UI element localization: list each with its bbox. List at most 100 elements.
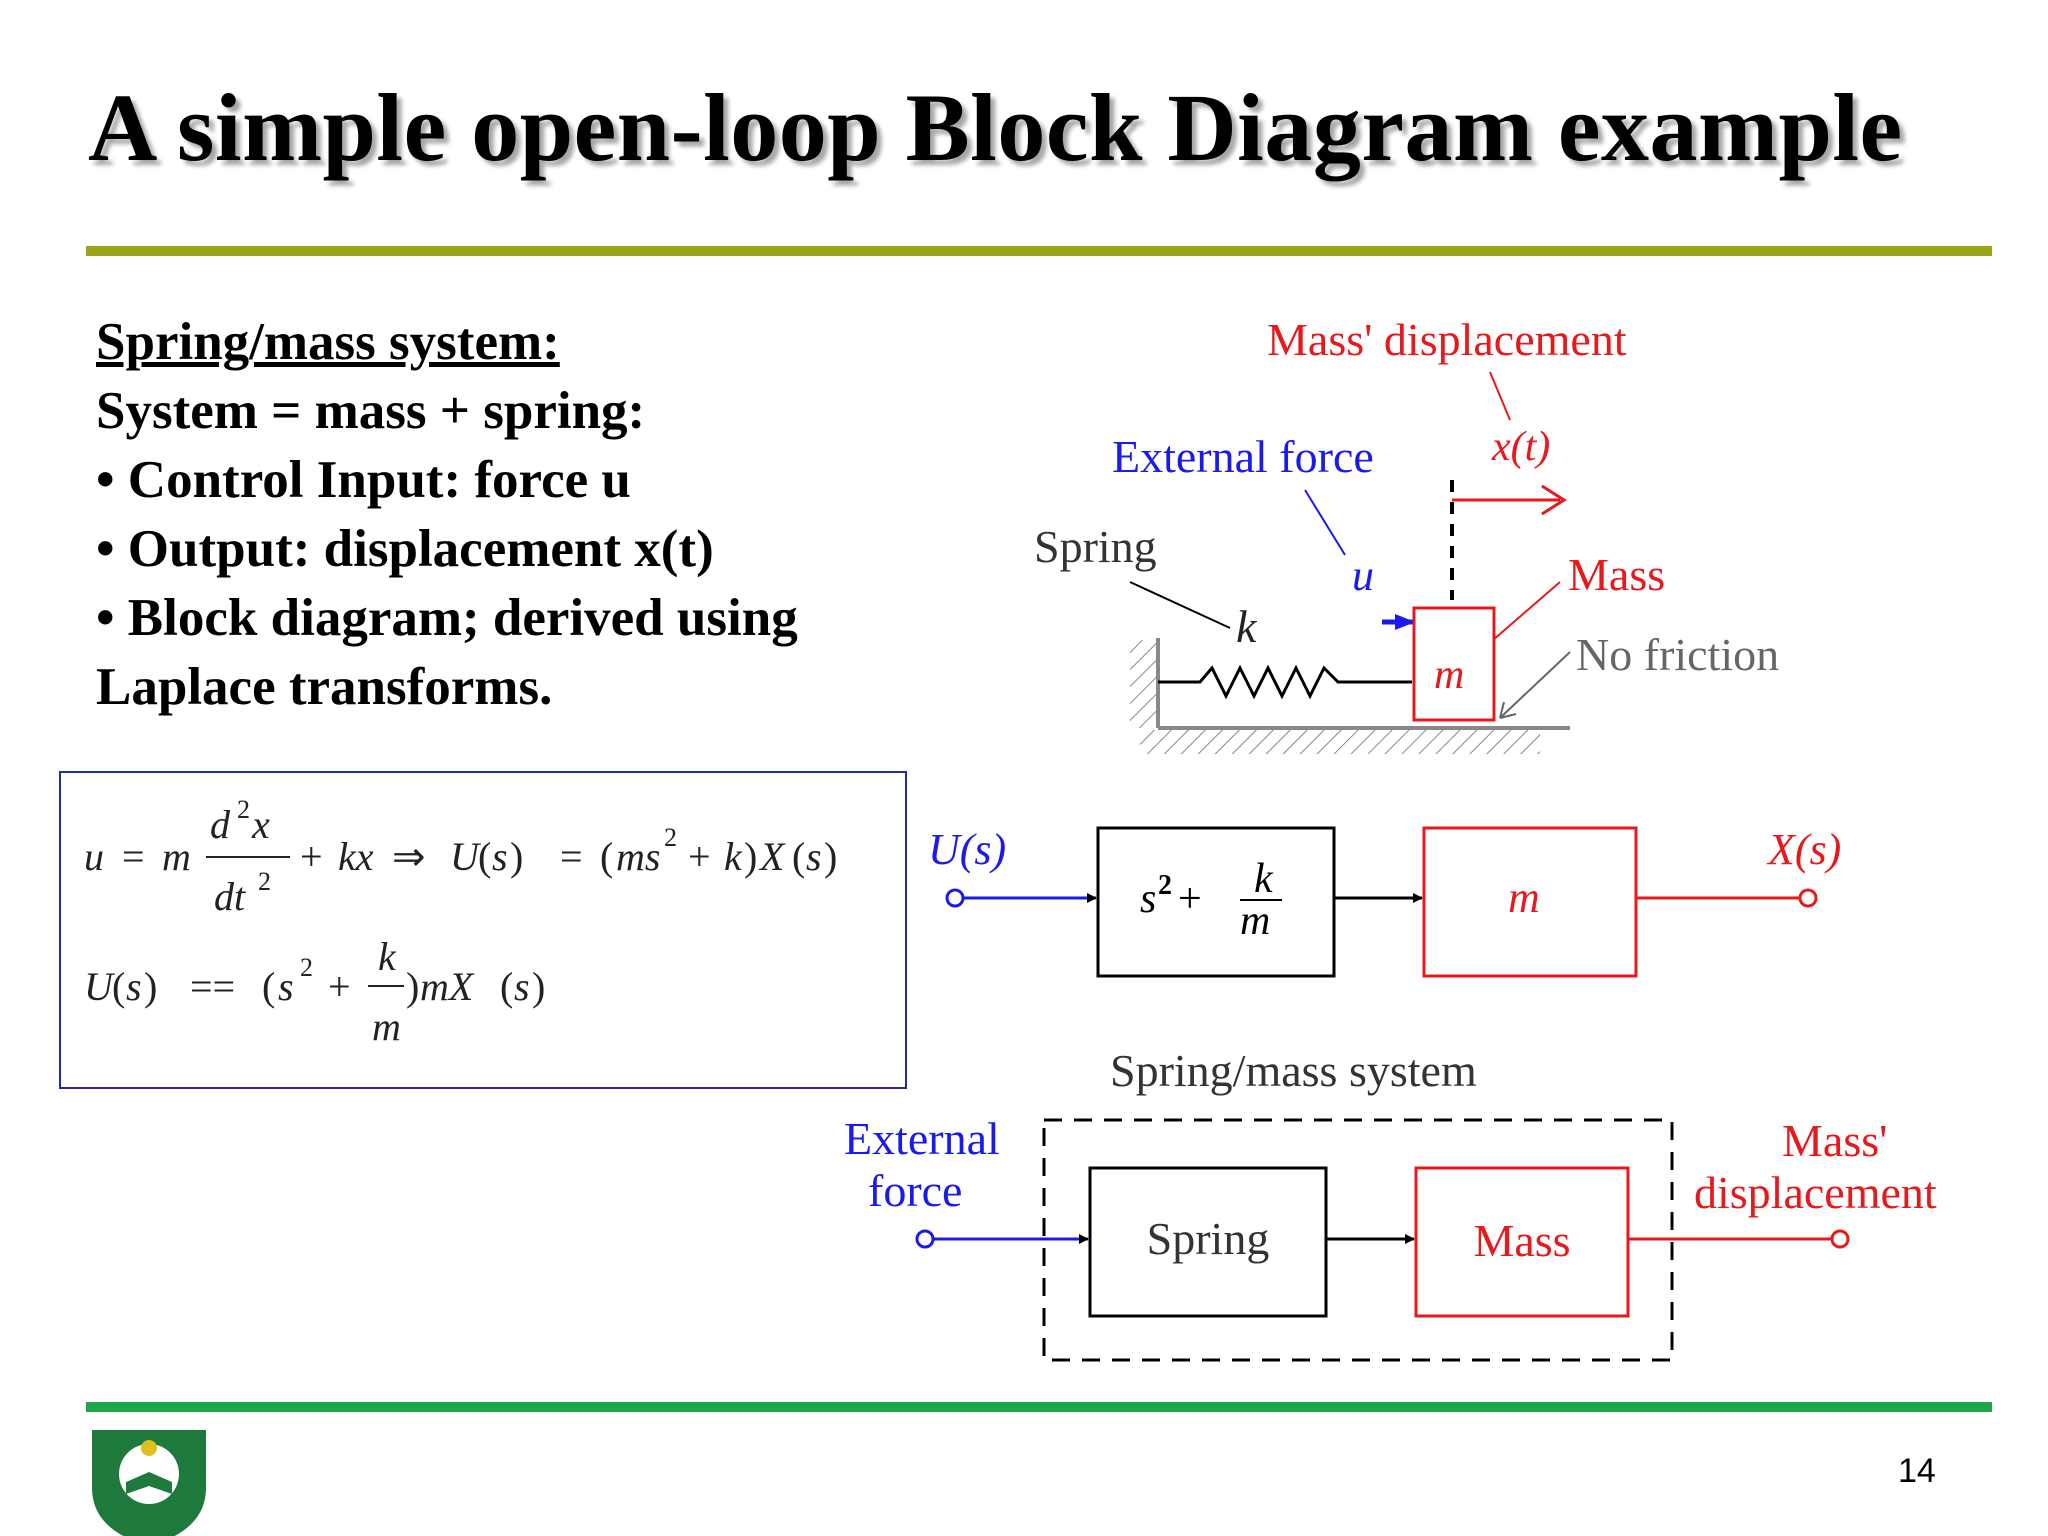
eq2-k: k — [378, 934, 397, 979]
bd-input-node — [915, 1229, 935, 1249]
footer-divider — [86, 1402, 1992, 1412]
external-force-leader — [1304, 489, 1346, 556]
bd-block1-label: Spring — [1147, 1213, 1270, 1264]
eq1-Us-s: s — [492, 834, 508, 879]
logo-sun-icon — [141, 1440, 157, 1456]
eq1-Xs-s: s — [806, 834, 822, 879]
tf-input-node — [945, 888, 965, 908]
spring-leader — [1129, 581, 1231, 629]
eq1-Us: U — [450, 834, 482, 879]
wall-hatching — [1130, 640, 1156, 728]
eq1-dt2: dt — [214, 874, 246, 919]
bd-input-line1: External — [844, 1113, 1000, 1164]
eq2-s: s — [126, 964, 142, 1009]
eq2-m-den: m — [372, 1004, 401, 1049]
eq2-paren2: ) — [144, 964, 157, 1009]
eq1-m: m — [162, 834, 191, 879]
eq1-ms: ms — [616, 834, 660, 879]
eq1-equals: = — [122, 834, 145, 879]
eq1-Us-paren2: ) — [510, 834, 523, 879]
university-logo — [92, 1430, 206, 1536]
bd-block2-label: Mass — [1473, 1215, 1570, 1266]
description-text: Spring/mass system: System = mass + spri… — [96, 308, 798, 722]
bd-input-line2: force — [868, 1165, 962, 1216]
eq1-sup2b: 2 — [258, 867, 271, 896]
eq2-paren4: ) — [532, 964, 545, 1009]
eq2-U: U — [84, 964, 116, 1009]
text-line-laplace: Laplace transforms. — [96, 658, 553, 716]
eq1-plus2: + — [688, 834, 711, 879]
eq1-k: k — [724, 834, 743, 879]
tf-block-mass — [1422, 826, 1638, 978]
equation-box — [59, 771, 907, 1089]
bd-block-spring — [1088, 1166, 1328, 1318]
tf-block2-label: m — [1508, 873, 1540, 922]
mass-displacement-leader — [1489, 371, 1511, 421]
tf-block1-k: k — [1254, 856, 1274, 902]
eq2-mX: mX — [420, 964, 475, 1009]
tf-output-node — [1798, 888, 1818, 908]
text-bullet-input: • Control Input: force u — [96, 451, 631, 509]
eq1-equals2: = — [560, 834, 583, 879]
word-block-diagram: Spring/mass system External force Spring… — [844, 1045, 1937, 1362]
friction-arrowhead — [1499, 701, 1517, 719]
eq2-s2: s — [278, 964, 294, 1009]
eq1-implies: ⇒ — [392, 834, 426, 879]
transfer-function-diagram: U(s) s 2 + k m m X(s) — [928, 825, 1841, 978]
bd-output-line2: displacement — [1694, 1167, 1937, 1218]
tf-input-label: U(s) — [928, 825, 1006, 874]
physical-sketch: Mass' displacement x(t) External force S… — [1034, 314, 1779, 754]
eq1-Us-paren: ( — [478, 834, 491, 879]
eq1-paren-close: ) — [744, 834, 757, 879]
spring-label: Spring — [1034, 521, 1157, 572]
eq1-paren-open: ( — [600, 834, 613, 879]
text-heading: Spring/mass system: — [96, 313, 560, 371]
text-line-system: System = mass + spring: — [96, 382, 646, 440]
ground-hatching — [1140, 730, 1540, 754]
eq1-X: X — [758, 834, 786, 879]
k-label: k — [1236, 601, 1258, 652]
equation-1: u = m d 2 x dt 2 + kx ⇒ U ( s ) = ( ms 2… — [84, 795, 837, 919]
tf-block1-sup2: 2 — [1158, 870, 1172, 901]
eq1-Xs-paren: ( — [792, 834, 805, 879]
tf-block1-s: s — [1140, 876, 1156, 922]
mass-label: Mass — [1568, 549, 1665, 600]
eq2-paren-close: ) — [406, 964, 419, 1009]
eq1-d2x: d — [210, 802, 231, 847]
tf-block1-plus: + — [1178, 876, 1202, 922]
text-bullet-output: • Output: displacement x(t) — [96, 520, 714, 578]
logo-book-icon — [126, 1472, 172, 1494]
tf-block-spring — [1096, 826, 1336, 978]
eq1-u: u — [84, 834, 104, 879]
eq1-x: x — [251, 802, 270, 847]
mass-block — [1412, 606, 1496, 722]
eq2-equals: == — [190, 964, 235, 1009]
eq2-paren-open: ( — [262, 964, 275, 1009]
tf-block1-m: m — [1240, 898, 1270, 944]
external-force-label: External force — [1112, 431, 1374, 482]
xt-label: x(t) — [1491, 424, 1550, 470]
eq1-Xs-paren2: ) — [824, 834, 837, 879]
eq1-plus: + — [300, 834, 323, 879]
system-label: Spring/mass system — [1110, 1045, 1477, 1096]
page-number: 14 — [1898, 1452, 1936, 1490]
eq2-paren3: ( — [500, 964, 513, 1009]
eq1-sup2a: 2 — [237, 795, 250, 824]
eq2-paren1: ( — [112, 964, 125, 1009]
u-label: u — [1352, 551, 1374, 600]
bd-output-line1: Mass' — [1782, 1115, 1887, 1166]
system-boundary — [1042, 1118, 1674, 1362]
bd-block-mass — [1414, 1166, 1630, 1318]
equation-2: U ( s ) == ( s 2 + k m ) mX ( s ) — [84, 934, 545, 1049]
eq1-sup2c: 2 — [664, 823, 677, 852]
eq1-kx: kx — [338, 834, 374, 879]
bd-output-node — [1830, 1229, 1850, 1249]
displacement-arrowhead — [1541, 484, 1567, 516]
title-divider — [86, 246, 1992, 256]
mass-displacement-label: Mass' displacement — [1267, 314, 1627, 365]
no-friction-label: No friction — [1576, 629, 1779, 680]
slide-title: A simple open-loop Block Diagram example — [88, 74, 1903, 181]
eq2-s3: s — [514, 964, 530, 1009]
text-bullet-block: • Block diagram; derived using — [96, 589, 798, 647]
